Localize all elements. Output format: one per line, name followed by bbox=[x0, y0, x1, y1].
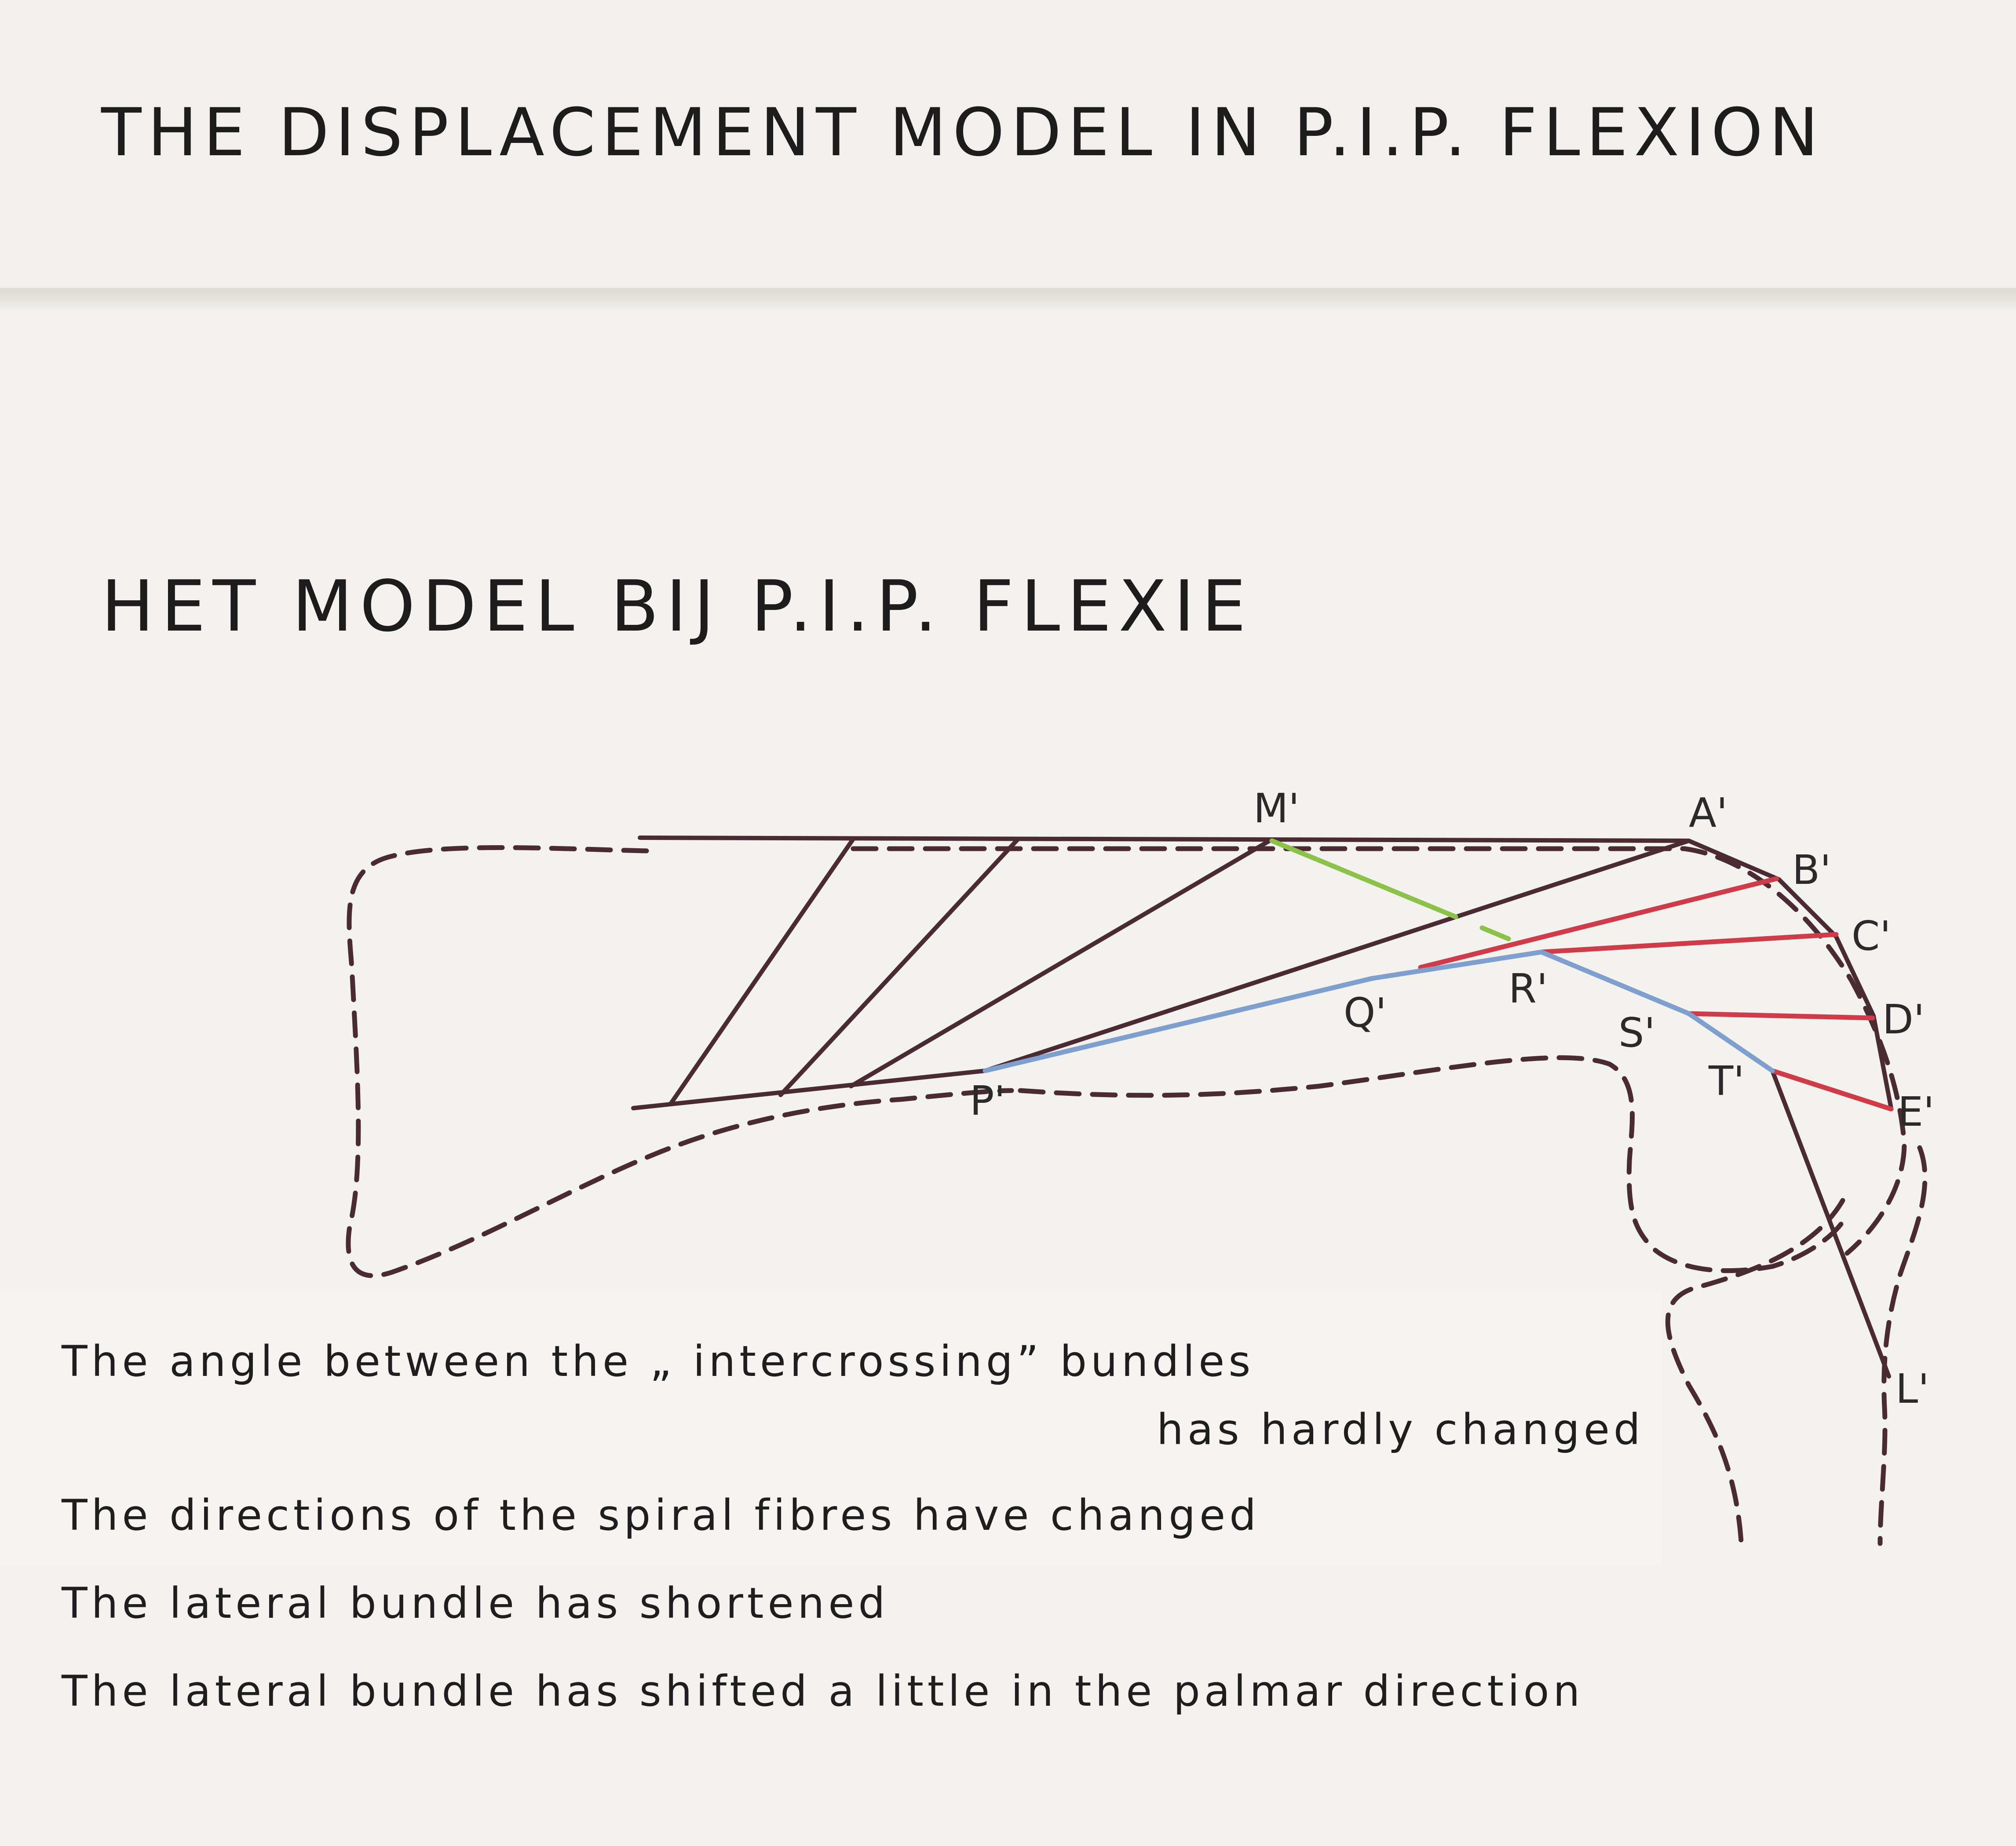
caption-lateral-shifted: The lateral bundle has shifted a little … bbox=[62, 1667, 1584, 1716]
caption-spiral-fibres: The directions of the spiral fibres have… bbox=[62, 1491, 1260, 1540]
spiral-fibre-E bbox=[1770, 1068, 1894, 1112]
fibre-T-L bbox=[1770, 1069, 1891, 1379]
label-R: R' bbox=[1508, 965, 1548, 1012]
label-L: L' bbox=[1895, 1365, 1929, 1412]
point-labels: M' A' B' C' D' E' P' Q' R' S' T' L' bbox=[970, 785, 1934, 1412]
fibre-diagonal-2 bbox=[778, 837, 1020, 1097]
label-C: C' bbox=[1852, 912, 1891, 959]
title-english: THE DISPLACEMENT MODEL IN P.I.P. FLEXION bbox=[101, 95, 1825, 171]
label-A: A' bbox=[1689, 789, 1727, 836]
label-T: T' bbox=[1708, 1058, 1745, 1105]
main-sheet bbox=[0, 309, 2016, 1846]
outline-middle-phalanx-left bbox=[1665, 1198, 1845, 1550]
spiral-fibres bbox=[1418, 876, 1894, 1112]
spiral-fibre-C bbox=[1539, 932, 1839, 955]
label-S: S' bbox=[1618, 1009, 1655, 1056]
caption-angle: The angle between the „ intercrossing” b… bbox=[62, 1337, 1255, 1386]
label-M: M' bbox=[1253, 785, 1300, 832]
green-segment-2 bbox=[1479, 925, 1511, 941]
caption-panel bbox=[0, 1291, 1662, 1565]
fibre-bottom bbox=[631, 1069, 987, 1110]
caption-lateral-shortened: The lateral bundle has shortened bbox=[62, 1579, 889, 1628]
label-E: E' bbox=[1898, 1088, 1934, 1135]
spiral-fibre-B bbox=[1418, 876, 1779, 970]
fibre-top bbox=[638, 835, 1691, 843]
fibre-P-A bbox=[983, 839, 1691, 1073]
spiral-fibre-D bbox=[1686, 1011, 1875, 1021]
caption-angle-continued: has hardly changed bbox=[1157, 1405, 1644, 1454]
fibre-diagonal-3 bbox=[849, 838, 1273, 1088]
outline-middle-phalanx-right bbox=[1877, 1145, 1928, 1546]
top-sheet bbox=[0, 0, 2016, 288]
lateral-bundle bbox=[982, 949, 1775, 1073]
title-dutch: HET MODEL BIJ P.I.P. FLEXIE bbox=[101, 565, 1253, 647]
label-P: P' bbox=[970, 1077, 1005, 1124]
intercrossing-bundle bbox=[1269, 838, 1511, 941]
fibre-diagonal-1 bbox=[668, 837, 855, 1106]
label-B: B' bbox=[1792, 846, 1831, 894]
label-Q: Q' bbox=[1344, 989, 1387, 1036]
label-D: D' bbox=[1882, 996, 1925, 1043]
sheet-seam bbox=[0, 288, 2016, 309]
outline-proximal bbox=[346, 845, 1014, 1278]
green-segment-1 bbox=[1269, 838, 1458, 919]
